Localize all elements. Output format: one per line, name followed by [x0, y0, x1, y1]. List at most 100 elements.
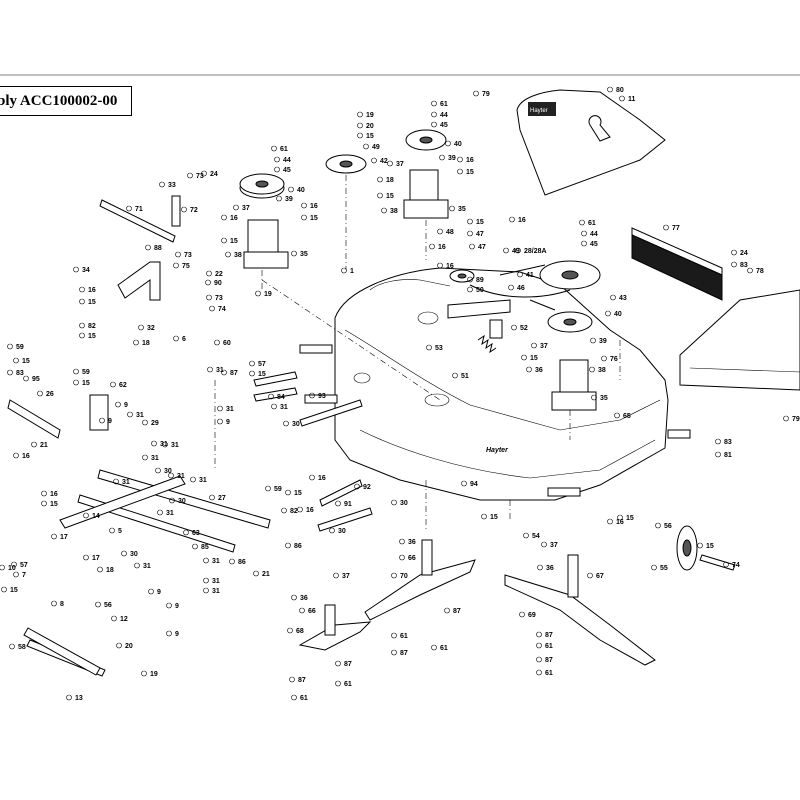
part-label-9b: 9 [124, 402, 128, 409]
part-label-87g: 87 [298, 677, 306, 684]
fastener-icon [431, 111, 437, 118]
part-label-61d: 61 [545, 643, 553, 650]
part-label-24a: 24 [210, 171, 218, 178]
part-label-9d: 9 [157, 589, 161, 596]
part-label-16b: 16 [466, 157, 474, 164]
part-label-36c: 36 [408, 539, 416, 546]
part-label-73b: 73 [184, 252, 192, 259]
fastener-icon [209, 305, 215, 312]
blade-center [364, 539, 476, 621]
part-label-73a: 73 [196, 173, 204, 180]
fastener-icon [614, 412, 620, 419]
idler-pulley [447, 269, 511, 339]
part-label-87e: 87 [400, 650, 408, 657]
part-label-16f: 16 [438, 244, 446, 251]
part-label-87b: 87 [545, 632, 553, 639]
part-label-15e: 15 [230, 238, 238, 245]
fastener-icon [521, 354, 527, 361]
part-label-12: 12 [120, 616, 128, 623]
fastener-icon [127, 411, 133, 418]
part-label-15n: 15 [294, 490, 302, 497]
part-label-83b: 83 [16, 370, 24, 377]
part-label-15l: 15 [258, 371, 266, 378]
part-label-5: 5 [118, 528, 122, 535]
part-label-15r: 15 [706, 543, 714, 550]
part-label-14: 14 [92, 513, 100, 520]
part-label-46: 46 [517, 285, 525, 292]
fastener-icon [23, 375, 29, 382]
fastener-icon [526, 366, 532, 373]
part-label-57: 57 [258, 361, 266, 368]
part-label-79b: 79 [792, 416, 800, 423]
fastener-icon [51, 533, 57, 540]
part-label-57b: 57 [20, 562, 28, 569]
part-label-36a: 36 [535, 367, 543, 374]
fastener-icon [591, 394, 597, 401]
height-linkage [7, 195, 373, 677]
fastener-icon [333, 572, 339, 579]
part-label-54: 54 [532, 533, 540, 540]
part-label-31c: 31 [280, 404, 288, 411]
fastener-icon [276, 195, 282, 202]
fastener-icon [97, 566, 103, 573]
fastener-icon [110, 381, 116, 388]
fastener-icon [731, 249, 737, 256]
part-label-29: 29 [151, 420, 159, 427]
fastener-icon [99, 417, 105, 424]
fastener-icon [173, 262, 179, 269]
fastener-icon [13, 571, 19, 578]
fastener-icon [133, 339, 139, 346]
part-label-18c: 18 [106, 567, 114, 574]
fastener-icon [437, 228, 443, 235]
part-label-38a: 38 [234, 252, 242, 259]
part-label-31i: 31 [122, 479, 130, 486]
fastener-icon [187, 172, 193, 179]
fastener-icon [217, 418, 223, 425]
fastener-icon [515, 247, 521, 254]
part-label-59a: 59 [16, 344, 24, 351]
fastener-icon [291, 250, 297, 257]
part-label-87f: 87 [344, 661, 352, 668]
part-label-87d: 87 [453, 608, 461, 615]
fastener-icon [1, 586, 7, 593]
part-label-9f: 9 [175, 631, 179, 638]
part-label-78: 78 [756, 268, 764, 275]
fastener-icon [519, 611, 525, 618]
page-title: bly ACC100002-00 [0, 93, 118, 109]
fastener-icon [445, 140, 451, 147]
guard-plate: Hayter [516, 89, 666, 196]
fastener-icon [37, 390, 43, 397]
part-label-30f: 30 [130, 551, 138, 558]
fastener-icon [145, 244, 151, 251]
part-label-31a: 31 [216, 367, 224, 374]
fastener-icon [329, 527, 335, 534]
fastener-icon [175, 251, 181, 258]
fastener-icon [66, 694, 72, 701]
fastener-icon [7, 343, 13, 350]
part-label-82a: 82 [88, 323, 96, 330]
part-label-66a: 66 [408, 555, 416, 562]
fastener-icon [183, 529, 189, 536]
fastener-icon [206, 270, 212, 277]
fastener-icon [531, 342, 537, 349]
part-label-21b: 21 [262, 571, 270, 578]
part-label-61b: 61 [440, 101, 448, 108]
part-label-15a: 15 [366, 133, 374, 140]
fastener-icon [467, 218, 473, 225]
part-label-90: 90 [214, 280, 222, 287]
fastener-icon [79, 286, 85, 293]
fastener-icon [151, 440, 157, 447]
fastener-icon [429, 243, 435, 250]
fastener-icon [73, 266, 79, 273]
fastener-icon [457, 156, 463, 163]
part-label-17b: 17 [92, 555, 100, 562]
fastener-icon [461, 480, 467, 487]
part-label-59c: 59 [274, 486, 282, 493]
fastener-icon [274, 156, 280, 163]
fastener-icon [579, 219, 585, 226]
blade-left [298, 604, 372, 651]
part-label-34: 34 [82, 267, 90, 274]
part-label-61i: 61 [300, 695, 308, 702]
fastener-icon [391, 649, 397, 656]
fastener-icon [291, 594, 297, 601]
